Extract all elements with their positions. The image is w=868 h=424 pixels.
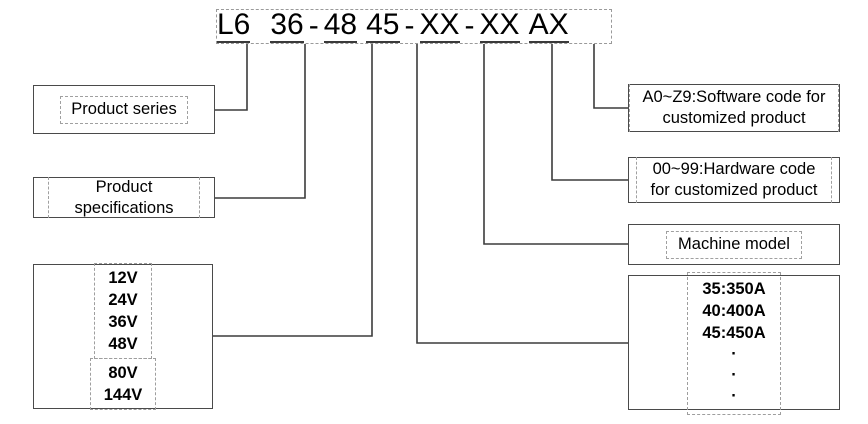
software-code-label-line-1: A0~Z9:Software code for: [642, 88, 826, 106]
voltage-group-low: 12V 24V 36V 48V: [94, 262, 152, 359]
voltage-option: 144V: [103, 385, 143, 404]
callout-software-code: A0~Z9:Software code for customized produ…: [628, 84, 840, 132]
callout-current-options: 35:350A 40:400A 45:450A · · ·: [628, 271, 840, 415]
product-specifications-text-frame: Product specifications: [48, 177, 200, 218]
voltage-option: 12V: [108, 268, 138, 287]
hardware-code-label-line-2: for customized product: [650, 181, 818, 199]
code-segment-spec: 36: [270, 8, 304, 43]
leader-software-code: [593, 44, 628, 109]
current-option: 35:350A: [702, 279, 766, 298]
callout-product-series: Product series: [33, 85, 215, 134]
leader-product-specifications: [215, 44, 306, 199]
current-option: 40:400A: [702, 301, 766, 320]
voltage-option: 24V: [108, 290, 138, 309]
machine-model-label: Machine model: [678, 234, 790, 253]
code-segment-software: AX: [528, 8, 569, 43]
callout-product-specifications: Product specifications: [33, 177, 215, 218]
code-segment-dash-3: -: [464, 9, 475, 42]
voltage-option: 80V: [108, 363, 138, 382]
code-segment-dash-2: -: [404, 9, 415, 42]
leader-current: [416, 44, 628, 344]
product-specifications-label-line-1: Product: [95, 177, 153, 196]
software-code-label-line-2: customized product: [662, 109, 806, 127]
hardware-code-text-frame: 00~99:Hardware code for customized produ…: [636, 157, 832, 203]
product-series-label: Product series: [71, 99, 177, 118]
voltage-list: 12V 24V 36V 48V 80V 144V: [89, 262, 157, 410]
callout-hardware-code: 00~99:Hardware code for customized produ…: [628, 157, 840, 203]
product-specifications-label-line-2: specifications: [74, 198, 174, 217]
model-code-strip: L6 36 - 48 45 - XX - XX AX: [216, 9, 612, 44]
product-series-text-frame: Product series: [60, 95, 188, 124]
callout-machine-model: Machine model: [628, 224, 840, 265]
current-option: 45:450A: [702, 323, 766, 342]
machine-model-text-frame: Machine model: [666, 230, 802, 259]
voltage-option: 48V: [108, 334, 138, 353]
code-segment-current: 45: [366, 8, 400, 43]
current-ellipsis-dot: ·: [731, 365, 737, 384]
code-segment-series: L6: [217, 8, 251, 43]
current-ellipsis-dot: ·: [731, 386, 737, 405]
software-code-text-frame: A0~Z9:Software code for customized produ…: [629, 84, 839, 132]
leader-hardware-code: [551, 44, 628, 181]
leader-product-series: [215, 44, 248, 111]
hardware-code-label-line-1: 00~99:Hardware code: [652, 160, 816, 178]
code-segment-dash-1: -: [308, 9, 319, 42]
current-ellipsis-dot: ·: [731, 344, 737, 363]
code-segment-hardware: XX: [479, 8, 520, 43]
leader-machine-model: [483, 44, 628, 245]
current-list: 35:350A 40:400A 45:450A · · ·: [687, 271, 781, 415]
callout-voltage-options: 12V 24V 36V 48V 80V 144V: [33, 262, 213, 410]
code-segment-machine: XX: [419, 8, 460, 43]
voltage-group-high: 80V 144V: [89, 357, 157, 410]
voltage-option: 36V: [108, 312, 138, 331]
leader-voltage: [213, 44, 373, 337]
code-segment-voltage: 48: [323, 8, 358, 43]
